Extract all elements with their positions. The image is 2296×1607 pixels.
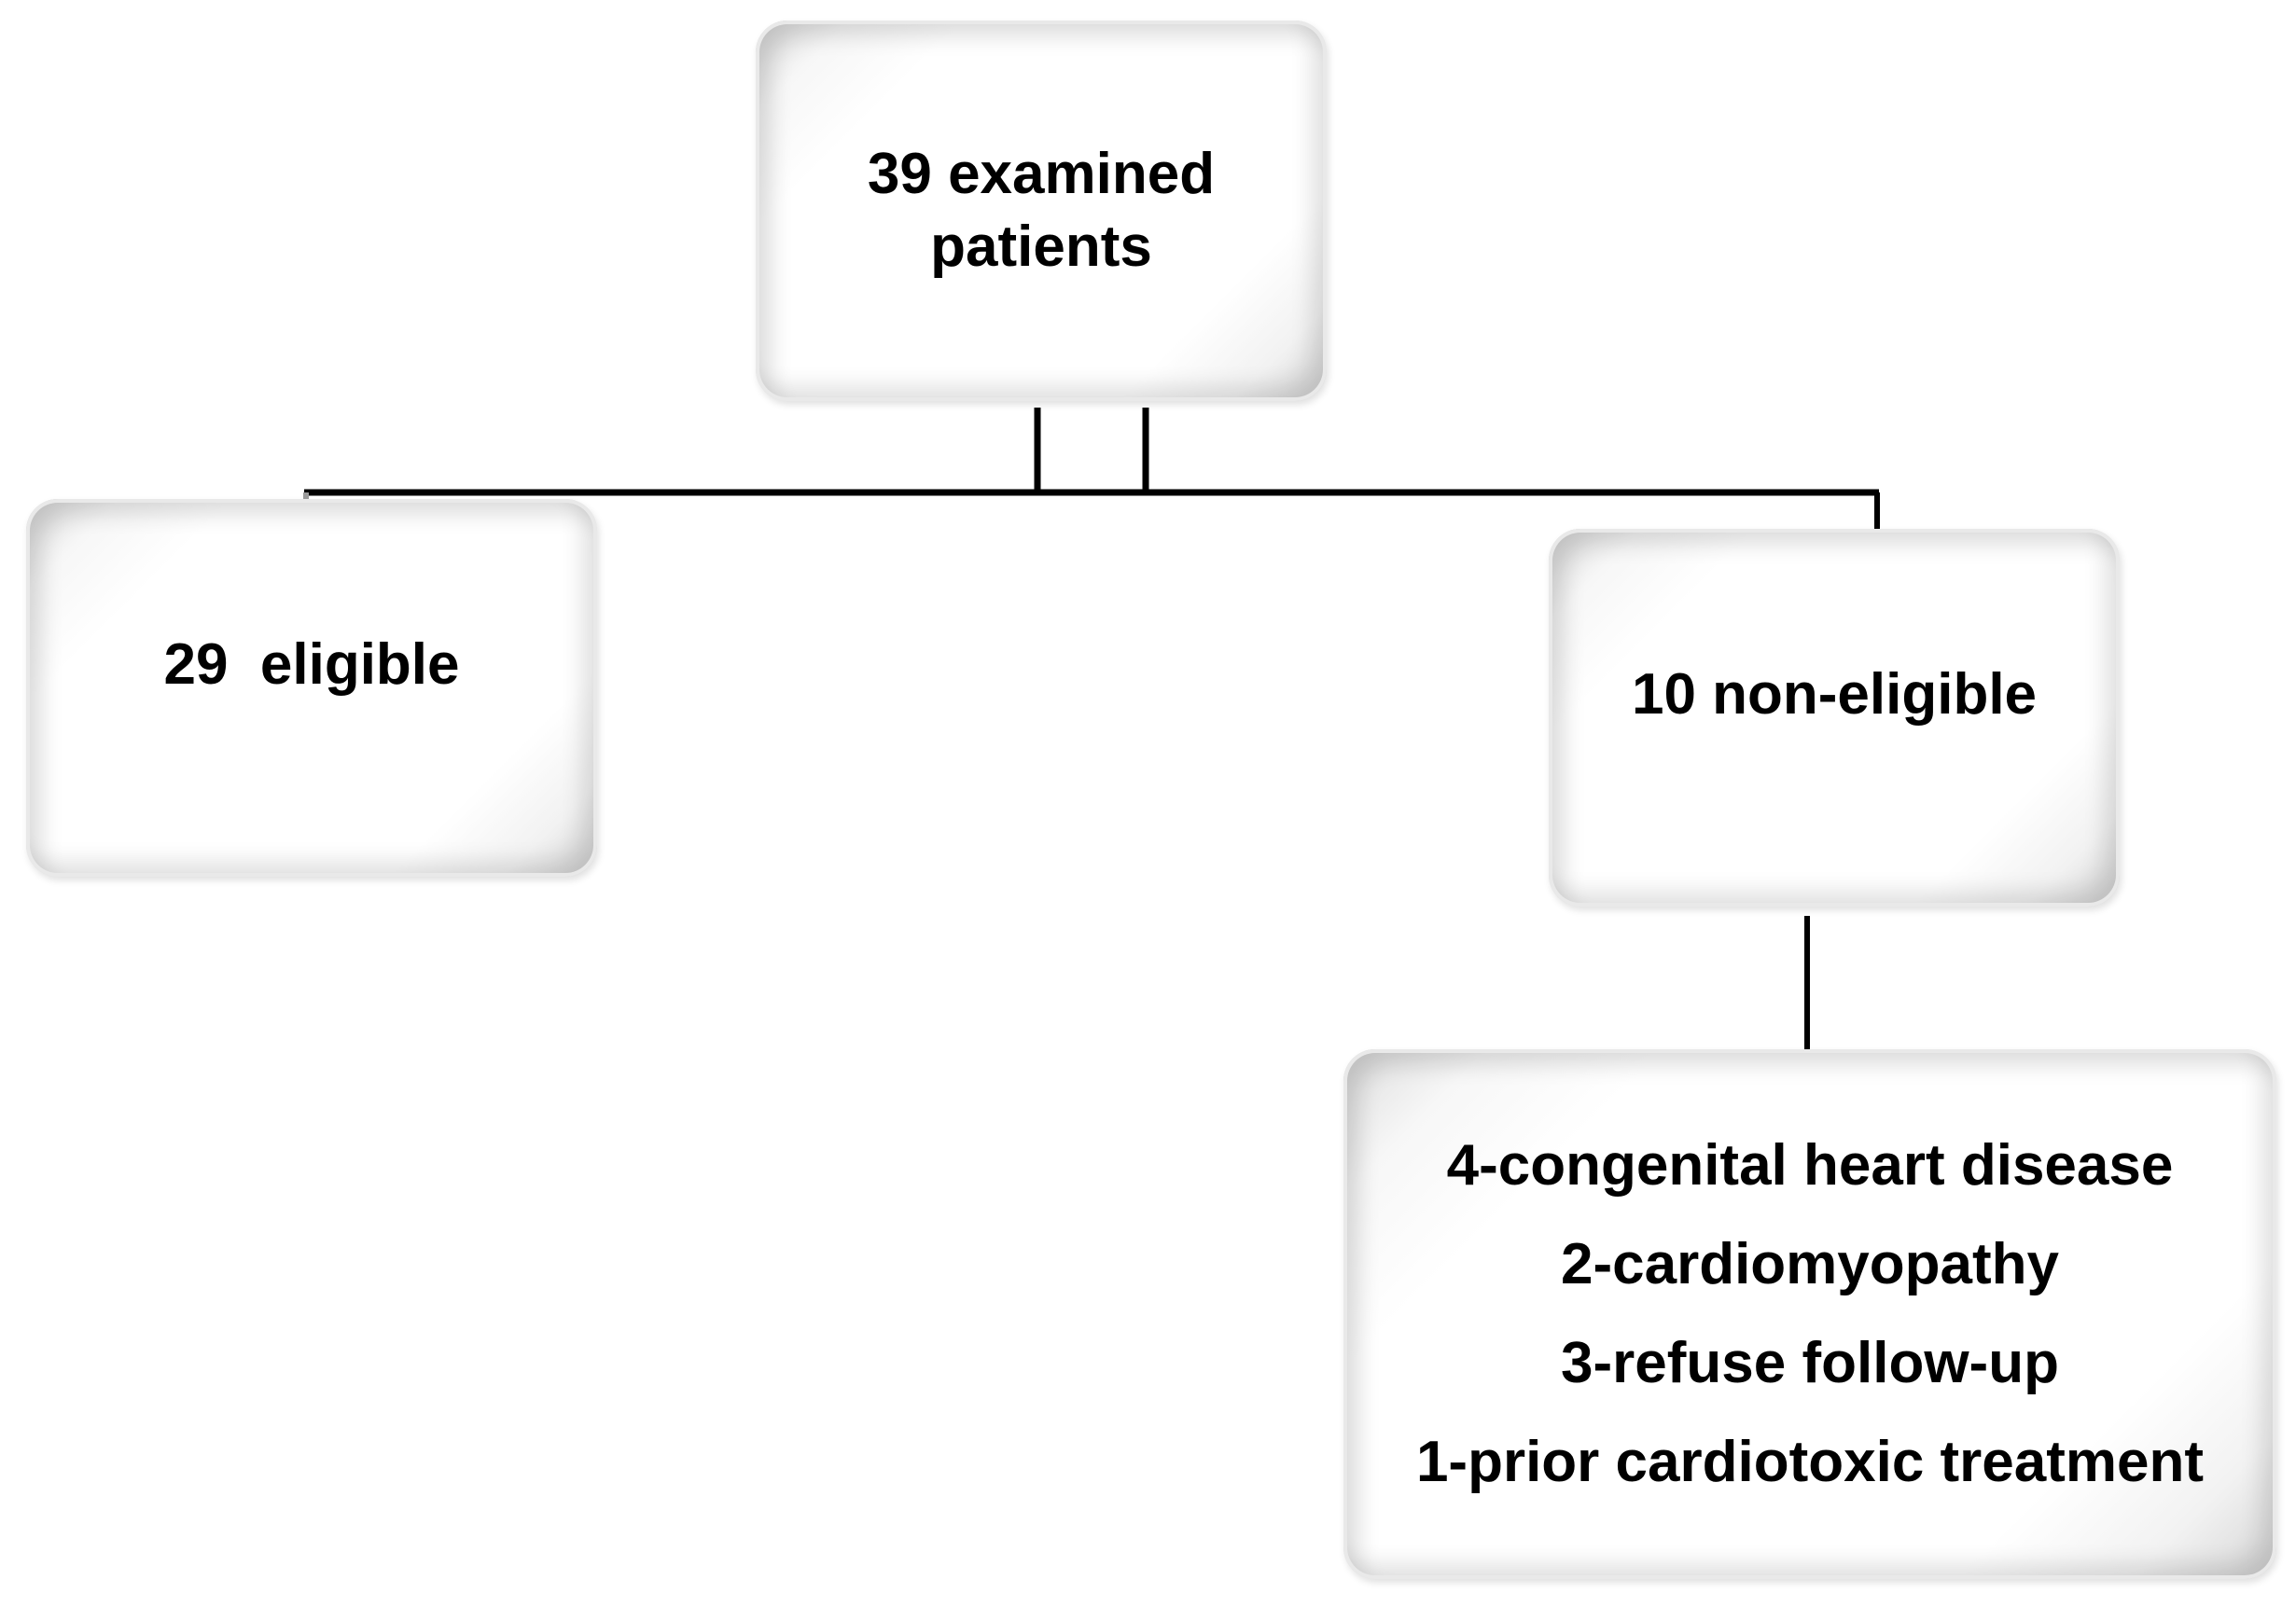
- eligible-label: 29 eligible: [163, 632, 460, 697]
- reason-item: 3-refuse follow-up: [1561, 1331, 2059, 1395]
- connector-root-stems: [1034, 408, 1149, 492]
- reason-item: 1-prior cardiotoxic treatment: [1415, 1430, 2205, 1494]
- examined-patients-line1: 39 examined: [867, 142, 1216, 206]
- non-eligible-box: 10 non-eligible: [1549, 529, 2120, 907]
- reason-item: 2-cardiomyopathy: [1560, 1232, 2060, 1296]
- examined-patients-box: 39 examined patients: [756, 21, 1327, 401]
- examined-patients-line2: patients: [930, 215, 1152, 279]
- non-eligible-label: 10 non-eligible: [1631, 662, 2038, 727]
- reason-item: 4-congenital heart disease: [1446, 1133, 2174, 1198]
- eligible-box: 29 eligible: [26, 499, 597, 877]
- exclusion-reasons-box: 4-congenital heart disease 2-cardiomyopa…: [1343, 1049, 2276, 1579]
